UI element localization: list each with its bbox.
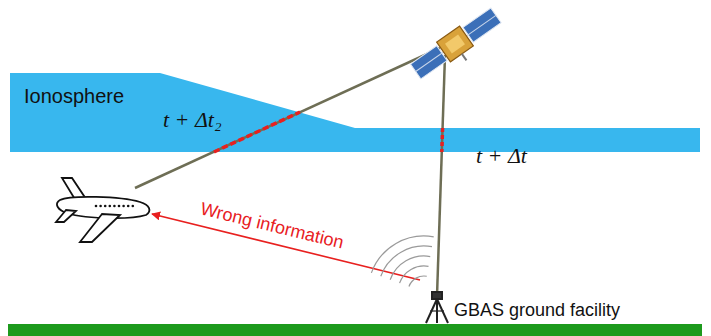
window [118, 205, 121, 208]
region-label: Ionosphere [24, 85, 124, 108]
window [132, 205, 135, 208]
wing [80, 214, 120, 242]
radio-wave [409, 276, 427, 287]
arrow-label: Wrong information [198, 199, 346, 254]
radio-wave [371, 236, 433, 273]
tail-plane [56, 210, 76, 222]
satellite-foil [445, 34, 465, 53]
satellite [409, 5, 508, 87]
window [113, 205, 116, 208]
radio-wave [400, 266, 429, 283]
window [109, 205, 112, 208]
radio-wave [381, 246, 432, 276]
radio-wave [390, 256, 430, 280]
ground-facility: GBAS ground facility [454, 300, 625, 321]
window [99, 205, 102, 208]
window [122, 205, 125, 208]
airplane [56, 178, 149, 242]
window [104, 205, 107, 208]
band-shape [10, 73, 700, 152]
windows [95, 205, 134, 208]
window [127, 205, 130, 208]
tripod-brace [430, 310, 444, 311]
ionosphere-layer [10, 73, 700, 152]
satellite-antenna [462, 54, 467, 61]
time-label: t + Δt₂ [163, 107, 222, 133]
window [95, 205, 98, 208]
antenna-head [432, 292, 442, 299]
time-label: t + Δt [476, 143, 527, 169]
ground-antenna [426, 292, 448, 323]
satellite-body [437, 26, 474, 62]
ionosphere-band: Ionosphere [10, 73, 700, 152]
facility-label: GBAS ground facility [454, 300, 620, 321]
signal-path [437, 55, 445, 296]
ground-bar [8, 324, 702, 336]
panel-line [416, 15, 496, 71]
radio-waves [371, 236, 433, 287]
signal-path [135, 48, 440, 188]
